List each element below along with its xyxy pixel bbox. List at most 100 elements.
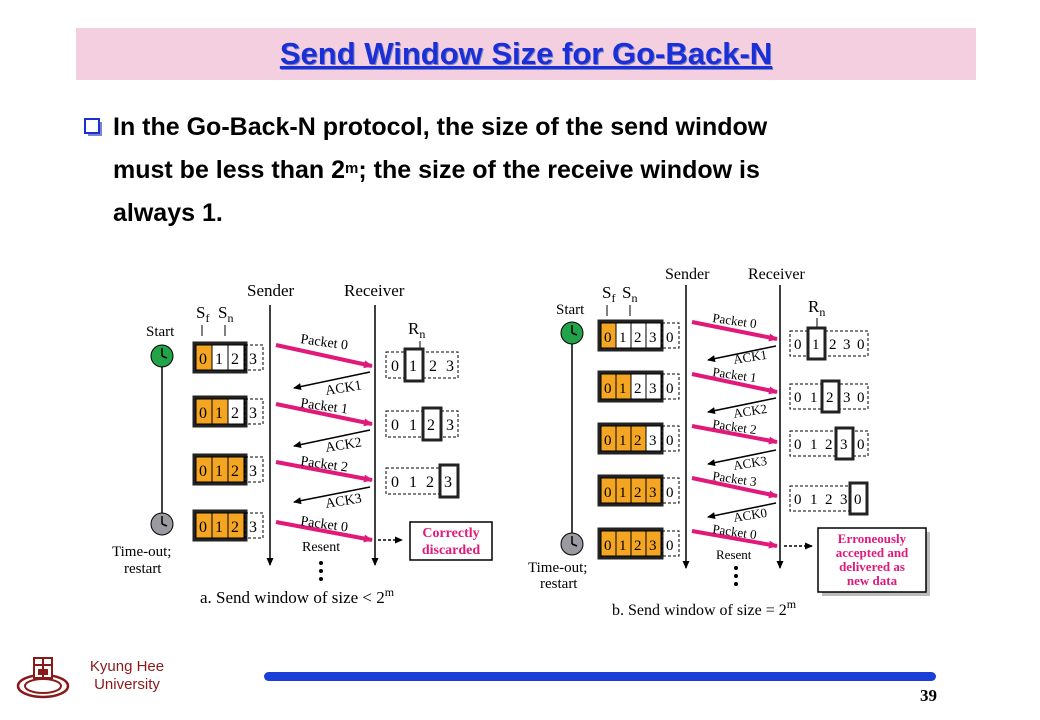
svg-text:3: 3 — [249, 351, 257, 368]
svg-text:2: 2 — [634, 330, 642, 346]
fig-b-sf-label: Sf — [602, 283, 615, 305]
fig-b-sn-label: Sn — [622, 283, 637, 305]
fig-b-start-clock-icon — [560, 321, 584, 345]
fig-b-ack-arrow — [707, 397, 777, 415]
svg-text:3: 3 — [649, 485, 657, 501]
svg-text:0: 0 — [666, 485, 674, 501]
fig-a-caption: a. Send window of size < 2m — [200, 585, 395, 607]
svg-text:1: 1 — [215, 519, 223, 536]
svg-text:0: 0 — [199, 463, 207, 480]
fig-a-msg-resent: Resent — [302, 540, 340, 555]
svg-text:2: 2 — [829, 337, 837, 353]
fig-b-continuation-dots — [734, 566, 738, 586]
fig-a-msg-packet1: Packet 1 — [299, 396, 348, 418]
svg-text:3: 3 — [249, 405, 257, 422]
svg-text:3: 3 — [649, 433, 657, 449]
fig-b-msg-packet0: Packet 0 — [712, 310, 758, 331]
svg-text:delivered as: delivered as — [839, 559, 905, 574]
fig-a-timeout-clock-icon — [150, 512, 174, 536]
svg-text:2: 2 — [826, 390, 834, 406]
svg-text:0: 0 — [857, 437, 865, 453]
page-number: 39 — [920, 686, 937, 705]
bullet-superscript: m — [345, 160, 359, 177]
svg-text:0: 0 — [604, 538, 612, 554]
svg-text:2: 2 — [634, 433, 642, 449]
fig-a-start-clock-icon — [150, 344, 174, 368]
svg-text:2: 2 — [825, 492, 833, 508]
university-name: Kyung Hee University — [72, 658, 182, 694]
fig-a-msg-packet0: Packet 0 — [299, 332, 348, 354]
svg-text:1: 1 — [812, 337, 820, 353]
svg-text:0: 0 — [794, 437, 802, 453]
fig-b-ack-arrow — [707, 502, 777, 520]
fig-b-packet-arrow — [691, 424, 778, 445]
checkbox-bullet-icon — [84, 118, 102, 136]
svg-text:0: 0 — [666, 433, 674, 449]
svg-text:Correctly: Correctly — [422, 526, 479, 541]
svg-text:3: 3 — [444, 474, 452, 491]
fig-a-ack-arrow — [293, 429, 371, 448]
svg-text:discarded: discarded — [422, 543, 481, 558]
figure-b-diagram: Sender Receiver Start Sf Sn Rn Time-out;… — [528, 266, 930, 619]
fig-a-sender-label: Sender — [247, 281, 295, 300]
university-name-line-2: University — [94, 676, 160, 693]
svg-text:0: 0 — [794, 492, 802, 508]
fig-b-ack-arrow — [707, 449, 777, 467]
fig-a-msg-ack2: ACK2 — [324, 435, 362, 456]
fig-a-packet-arrow — [275, 520, 373, 543]
svg-text:0: 0 — [604, 485, 612, 501]
svg-text:1: 1 — [619, 330, 627, 346]
slide-title: Send Window Size for Go-Back-N — [279, 36, 773, 71]
svg-text:3: 3 — [843, 390, 851, 406]
svg-text:1: 1 — [215, 351, 223, 368]
fig-b-msg-packet3: Packet 3 — [712, 468, 758, 489]
svg-text:1: 1 — [409, 474, 417, 491]
fig-b-packet-arrow — [691, 529, 778, 549]
svg-text:2: 2 — [231, 405, 239, 422]
svg-text:0: 0 — [857, 390, 865, 406]
svg-text:2: 2 — [634, 381, 642, 397]
fig-b-timeout-label-2: restart — [540, 576, 578, 592]
fig-b-start-label: Start — [556, 302, 585, 318]
svg-text:0: 0 — [391, 417, 399, 434]
svg-text:new data: new data — [847, 573, 898, 588]
svg-text:2: 2 — [634, 538, 642, 554]
fig-b-msg-ack2: ACK2 — [732, 401, 768, 421]
fig-a-ack-arrow — [293, 371, 371, 390]
fig-a-rn-label: Rn — [408, 319, 425, 341]
svg-text:3: 3 — [446, 417, 454, 434]
svg-text:3: 3 — [649, 538, 657, 554]
svg-text:2: 2 — [634, 485, 642, 501]
fig-b-packet-arrow — [691, 320, 778, 342]
svg-text:2: 2 — [231, 351, 239, 368]
svg-text:2: 2 — [429, 358, 437, 375]
fig-b-msg-ack0: ACK0 — [732, 505, 768, 525]
fig-b-caption: b. Send window of size = 2m — [612, 597, 797, 619]
fig-a-sf-label: Sf — [196, 303, 209, 325]
svg-text:0: 0 — [794, 390, 802, 406]
fig-b-msg-packet2: Packet 2 — [712, 416, 758, 437]
svg-text:0: 0 — [199, 351, 207, 368]
fig-a-msg-packet2: Packet 2 — [299, 454, 348, 476]
svg-text:1: 1 — [409, 417, 417, 434]
svg-text:3: 3 — [446, 358, 454, 375]
svg-text:0: 0 — [199, 405, 207, 422]
svg-text:0: 0 — [857, 337, 865, 353]
fig-b-result-box: Erroneously accepted and delivered as ne… — [817, 527, 930, 596]
footer-divider — [264, 672, 936, 681]
svg-text:0: 0 — [199, 519, 207, 536]
fig-a-timeout-label-2: restart — [124, 561, 162, 577]
svg-text:3: 3 — [649, 381, 657, 397]
svg-text:0: 0 — [794, 337, 802, 353]
figure-a-diagram: Sender Receiver Start Sf Sn Rn Time-out;… — [112, 281, 493, 607]
fig-b-packet-arrow — [691, 476, 778, 499]
